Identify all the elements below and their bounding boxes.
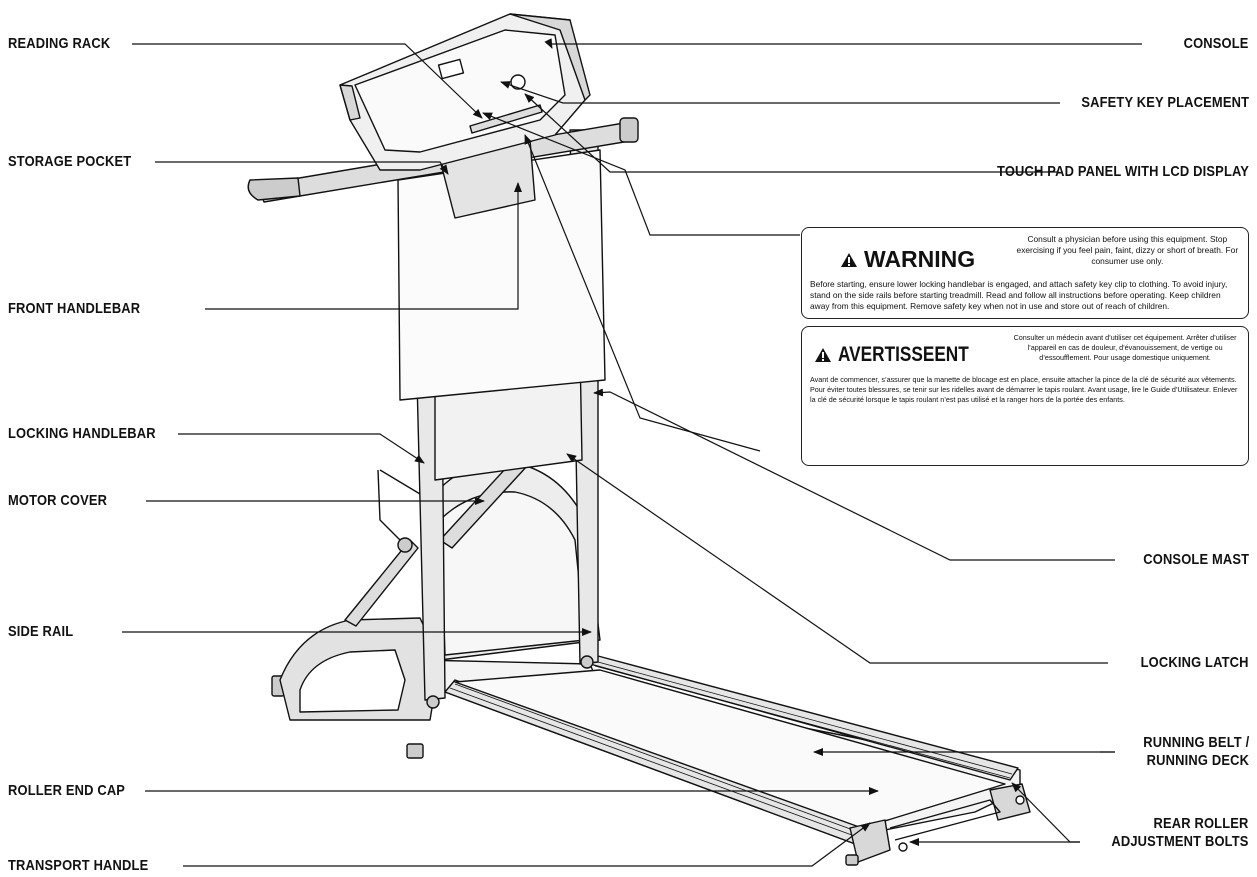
treadmill-drawing — [247, 13, 1031, 866]
label-motor-cover: MOTOR COVER — [8, 492, 108, 509]
warning-box-french: AVERTISSEENT Consulter un médecin avant … — [801, 326, 1249, 466]
avertissement-side-text: Consulter un médecin avant d’utiliser ce… — [1013, 333, 1237, 362]
avertissement-title-text: AVERTISSEENT — [838, 343, 969, 366]
label-storage-pocket: STORAGE POCKET — [8, 153, 132, 170]
warning-side-text: Consult a physician before using this eq… — [1016, 234, 1239, 266]
warning-box-english: WARNING Consult a physician before using… — [801, 227, 1249, 319]
warning-title-text: WARNING — [864, 246, 976, 272]
warning-triangle-icon — [841, 252, 857, 267]
label-transport-handle: TRANSPORT HANDLE — [8, 857, 149, 874]
label-running-belt-1: RUNNING BELT / — [1142, 734, 1249, 751]
warning-title: WARNING — [810, 234, 1015, 273]
label-console-mast: CONSOLE MAST — [1143, 551, 1249, 568]
label-side-rail: SIDE RAIL — [8, 623, 74, 640]
label-roller-end-cap: ROLLER END CAP — [8, 782, 126, 799]
label-console: CONSOLE — [1184, 35, 1249, 52]
label-front-handlebar: FRONT HANDLEBAR — [8, 300, 141, 317]
warning-triangle-icon — [815, 348, 831, 362]
avertissement-body-text: Avant de commencer, s’assurer que la man… — [810, 375, 1238, 404]
label-safety-key-placement: SAFETY KEY PLACEMENT — [1081, 94, 1249, 111]
label-running-belt-2: RUNNING DECK — [1146, 752, 1249, 769]
warning-body-text: Before starting, ensure lower locking ha… — [810, 279, 1228, 311]
label-rear-roller-1: REAR ROLLER — [1153, 815, 1249, 832]
avertissement-title: AVERTISSEENT — [810, 333, 1010, 367]
label-rear-roller-2: ADJUSTMENT BOLTS — [1111, 833, 1249, 850]
label-locking-latch: LOCKING LATCH — [1140, 654, 1249, 671]
label-locking-handlebar: LOCKING HANDLEBAR — [8, 425, 156, 442]
label-touch-pad-panel: TOUCH PAD PANEL WITH LCD DISPLAY — [996, 163, 1249, 180]
leader-lines — [122, 38, 1142, 867]
label-reading-rack: READING RACK — [8, 35, 111, 52]
